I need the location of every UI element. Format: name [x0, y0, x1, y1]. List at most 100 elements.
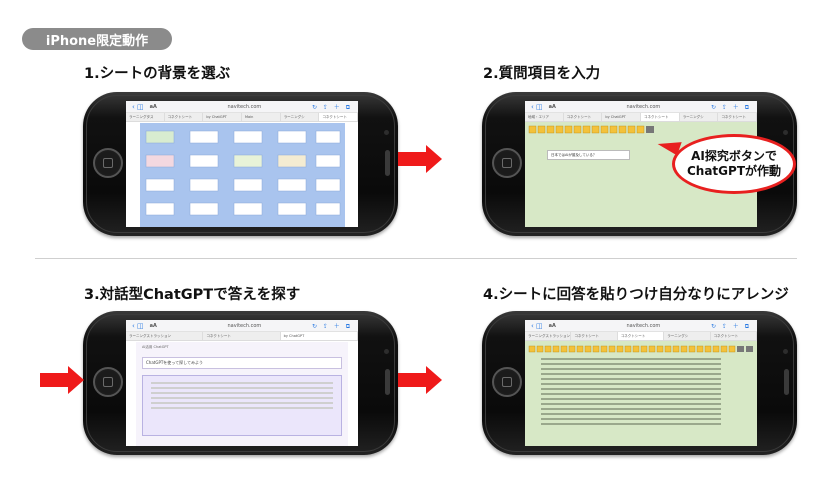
- answer-line: [151, 387, 333, 389]
- browser-bar: ‹ ◫ aA navitech.com ↻ ⇪ ＋ ⧉: [525, 101, 757, 113]
- answer-line: [151, 402, 333, 404]
- chat-panel: AI活用 ChatGPT ChatGPTを使って探してみよう: [136, 342, 348, 446]
- ai-button-callout: AI探究ボタンで ChatGPTが作動: [672, 134, 796, 194]
- answer-line: [151, 382, 333, 384]
- browser-bar: ‹ ◫ aA navitech.com ↻ ⇪ ＋ ⧉: [126, 101, 358, 113]
- answer-line: [541, 393, 721, 395]
- arrow-right-icon: [398, 366, 442, 394]
- step-2-title: 2.質問項目を入力: [483, 66, 601, 82]
- tab[interactable]: ラーニングシ: [664, 332, 711, 340]
- tab[interactable]: by ChatGPT: [203, 113, 243, 121]
- text-size-button[interactable]: aA: [548, 103, 556, 110]
- tab[interactable]: コネクトシート: [711, 332, 757, 340]
- answer-line: [541, 403, 721, 405]
- tab[interactable]: コネクトシート: [571, 332, 618, 340]
- answer-line: [541, 418, 721, 420]
- browser-nav-icons[interactable]: ‹ ◫: [132, 321, 144, 330]
- answer-line: [541, 378, 721, 380]
- chat-prompt[interactable]: ChatGPTを使って探してみよう: [142, 357, 342, 369]
- answer-line: [151, 397, 333, 399]
- background-picker: [140, 123, 345, 227]
- phone-screen-3: ‹ ◫ aA navitech.com ↻ ⇪ ＋ ⧉ ラーニングストラッション…: [126, 320, 358, 446]
- browser-bar: ‹ ◫ aA navitech.com ↻ ⇪ ＋ ⧉: [126, 320, 358, 332]
- tab[interactable]: 地域・エリア: [525, 113, 564, 121]
- speaker: [784, 369, 789, 395]
- answer-line: [151, 407, 333, 409]
- sheet-tabs: ラーニングタス コネクトシート by ChatGPT Main ラーニングシ コ…: [126, 113, 358, 122]
- sheet-tabs: ラーニングストラッション コネクトシート by ChatGPT: [126, 332, 358, 341]
- browser-tool-icons[interactable]: ↻ ⇪ ＋ ⧉: [710, 103, 751, 111]
- answer-line: [541, 358, 721, 360]
- front-camera: [783, 349, 788, 354]
- tab-active[interactable]: コネクトシート: [617, 332, 665, 340]
- browser-nav-icons[interactable]: ‹ ◫: [531, 102, 543, 111]
- home-button: [492, 148, 522, 178]
- home-button: [492, 367, 522, 397]
- phone-screen-4: ‹ ◫ aA navitech.com ↻ ⇪ ＋ ⧉ ラーニングストラッション…: [525, 320, 757, 446]
- answer-line: [541, 373, 721, 375]
- answer-line: [541, 363, 721, 365]
- front-camera: [384, 349, 389, 354]
- tab[interactable]: コネクトシート: [718, 113, 757, 121]
- front-camera: [783, 130, 788, 135]
- tab[interactable]: コネクトシート: [203, 332, 281, 340]
- home-button: [93, 367, 123, 397]
- tab-active[interactable]: コネクトシート: [641, 113, 680, 121]
- answer-sheet: [525, 341, 757, 446]
- background-thumbnails[interactable]: [140, 123, 345, 227]
- url-field[interactable]: navitech.com: [227, 322, 262, 329]
- url-field[interactable]: navitech.com: [626, 322, 661, 329]
- home-button: [93, 148, 123, 178]
- browser-tool-icons[interactable]: ↻ ⇪ ＋ ⧉: [710, 322, 751, 330]
- answer-line: [541, 398, 721, 400]
- browser-tool-icons[interactable]: ↻ ⇪ ＋ ⧉: [311, 322, 352, 330]
- browser-nav-icons[interactable]: ‹ ◫: [132, 102, 144, 111]
- tab[interactable]: ラーニングシ: [680, 113, 719, 121]
- sheet-tabs: ラーニングストラッション コネクトシート コネクトシート ラーニングシ コネクト…: [525, 332, 757, 341]
- chat-answer: [142, 375, 342, 436]
- step-3-title: 3.対話型ChatGPTで答えを探す: [84, 287, 301, 303]
- callout-line-2: ChatGPTが作動: [686, 164, 781, 178]
- tab[interactable]: ラーニングストラッション: [126, 332, 204, 340]
- tab[interactable]: コネクトシート: [165, 113, 204, 121]
- tab[interactable]: Main: [242, 113, 281, 121]
- speaker: [385, 150, 390, 176]
- answer-line: [541, 388, 721, 390]
- tab[interactable]: ラーニングシ: [281, 113, 320, 121]
- step-1-title: 1.シートの背景を選ぶ: [84, 66, 231, 82]
- phone-step-4: ‹ ◫ aA navitech.com ↻ ⇪ ＋ ⧉ ラーニングストラッション…: [482, 311, 797, 455]
- text-size-button[interactable]: aA: [548, 322, 556, 329]
- answer-line: [541, 408, 721, 410]
- toolbar-buttons[interactable]: [525, 344, 757, 356]
- answer-line: [541, 423, 721, 425]
- answer-line: [541, 383, 721, 385]
- tab[interactable]: by ChatGPT: [602, 113, 642, 121]
- url-field[interactable]: navitech.com: [626, 103, 661, 110]
- section-divider: [35, 258, 797, 259]
- tab[interactable]: ラーニングタス: [126, 113, 165, 121]
- tab[interactable]: コネクトシート: [564, 113, 603, 121]
- answer-line: [541, 413, 721, 415]
- ai-search-button: [646, 126, 654, 133]
- front-camera: [384, 130, 389, 135]
- speaker: [385, 369, 390, 395]
- url-field[interactable]: navitech.com: [227, 103, 262, 110]
- browser-tool-icons[interactable]: ↻ ⇪ ＋ ⧉: [311, 103, 352, 111]
- question-field[interactable]: 日本ではAIが普及している？: [547, 150, 630, 160]
- iphone-only-badge: iPhone限定動作: [22, 28, 172, 50]
- tab[interactable]: ラーニングストラッション: [525, 332, 572, 340]
- answer-line: [541, 368, 721, 370]
- tab-active[interactable]: by ChatGPT: [280, 332, 358, 340]
- phone-screen-1: ‹ ◫ aA navitech.com ↻ ⇪ ＋ ⧉ ラーニングタス コネクト…: [126, 101, 358, 227]
- pasted-answer-text[interactable]: [533, 355, 729, 441]
- phone-step-1: ‹ ◫ aA navitech.com ↻ ⇪ ＋ ⧉ ラーニングタス コネクト…: [83, 92, 398, 236]
- step-4-title: 4.シートに回答を貼りつけ自分なりにアレンジ: [483, 287, 789, 303]
- tab-active[interactable]: コネクトシート: [319, 113, 358, 121]
- text-size-button[interactable]: aA: [149, 322, 157, 329]
- phone-step-3: ‹ ◫ aA navitech.com ↻ ⇪ ＋ ⧉ ラーニングストラッション…: [83, 311, 398, 455]
- text-size-button[interactable]: aA: [149, 103, 157, 110]
- browser-nav-icons[interactable]: ‹ ◫: [531, 321, 543, 330]
- browser-bar: ‹ ◫ aA navitech.com ↻ ⇪ ＋ ⧉: [525, 320, 757, 332]
- arrow-right-icon: [398, 145, 442, 173]
- answer-line: [151, 392, 333, 394]
